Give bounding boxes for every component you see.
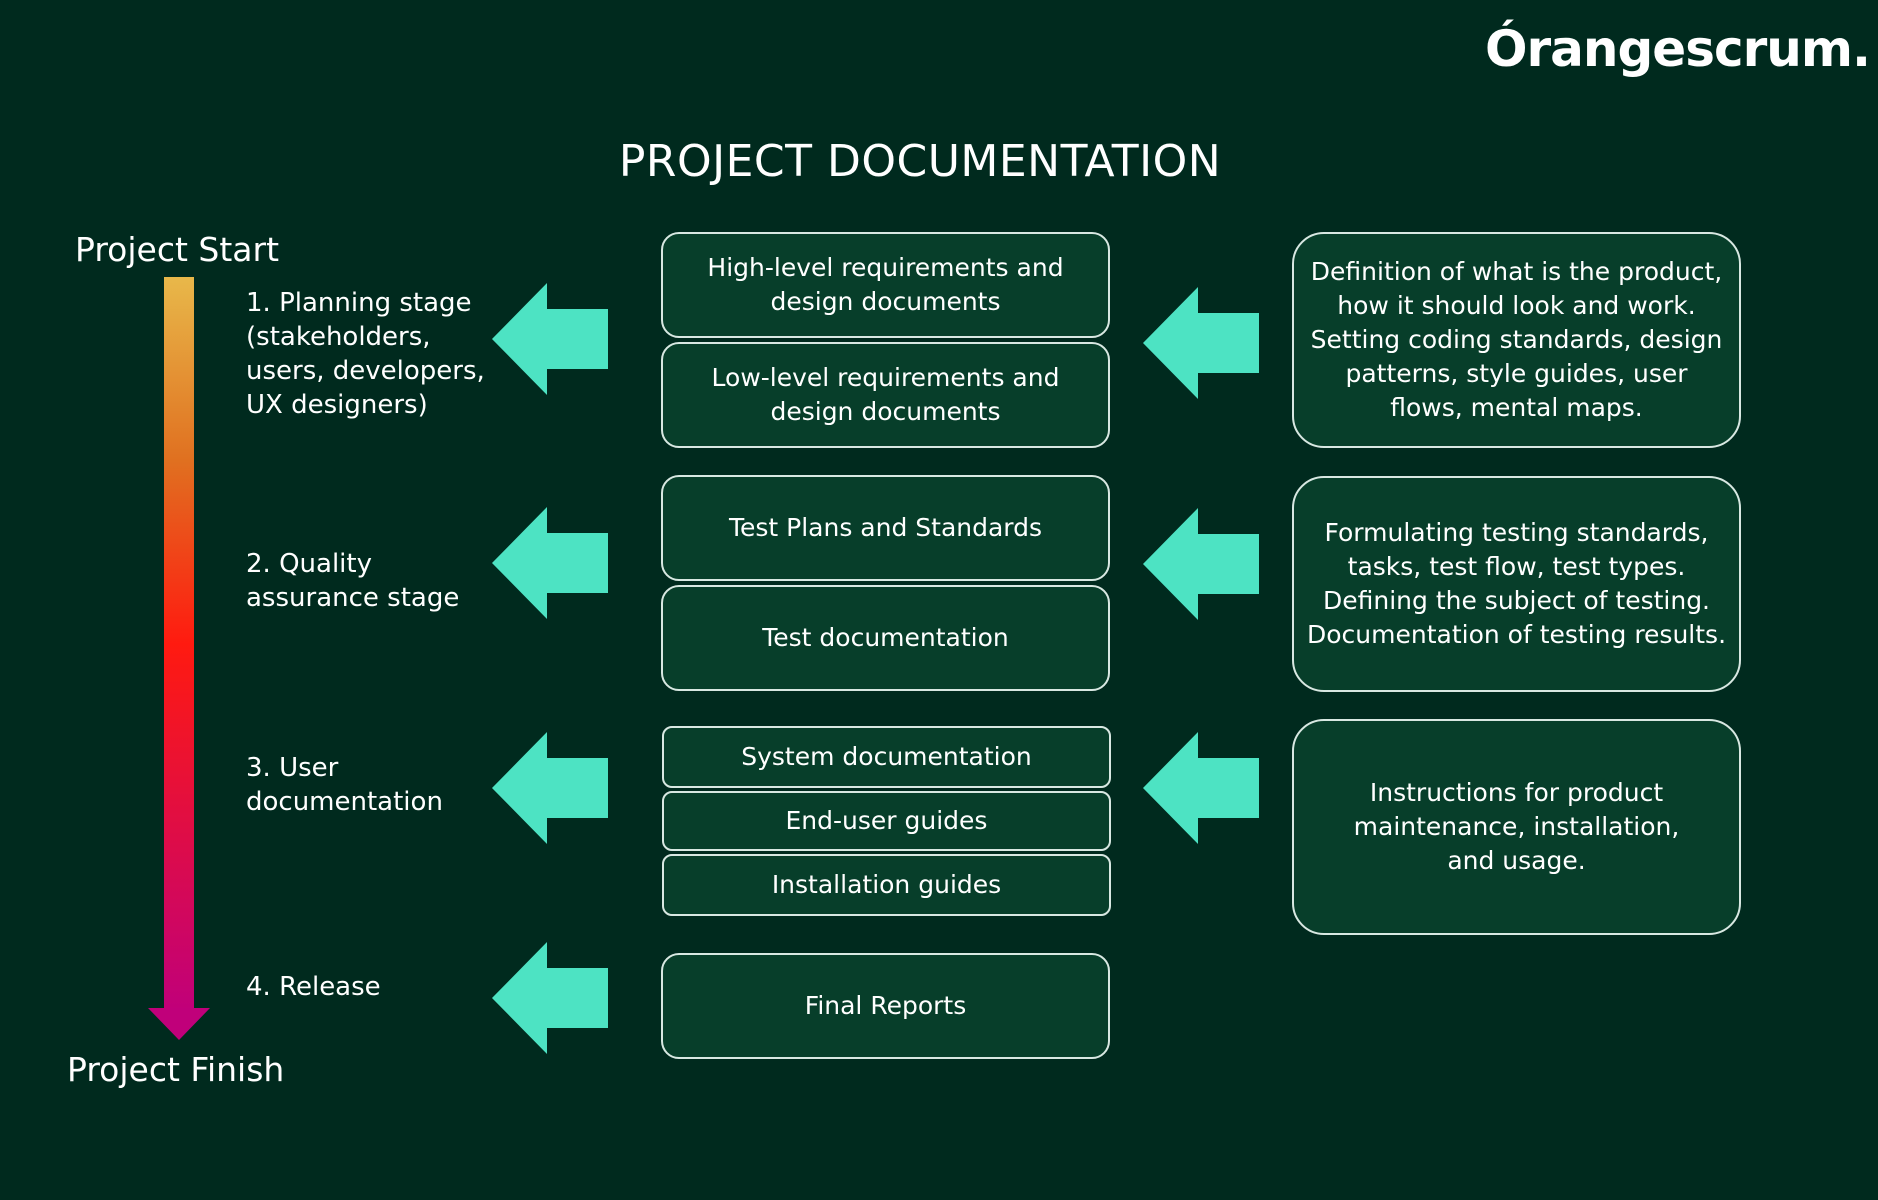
description-box-user-documentation: Instructions for product maintenance, in… xyxy=(1292,719,1741,935)
left-arrow-icon xyxy=(492,732,616,844)
left-arrow-icon xyxy=(492,507,616,619)
left-arrow-icon xyxy=(1143,287,1267,399)
description-text: Instructions for product maintenance, in… xyxy=(1353,778,1680,875)
doc-box-label: System documentation xyxy=(741,742,1032,771)
doc-box-system-documentation: System documentation xyxy=(662,726,1111,788)
stage-label-release: 4. Release xyxy=(246,972,381,1002)
doc-box-high-level-requirements: High-level requirements and design docum… xyxy=(661,232,1110,338)
timeline-arrowhead xyxy=(148,1008,210,1040)
doc-box-label: Final Reports xyxy=(804,991,967,1020)
left-arrow-icon xyxy=(492,283,616,395)
timeline-bar xyxy=(164,277,194,1012)
stage-label-quality-assurance: 2. Quality assurance stage xyxy=(246,549,460,613)
doc-box-low-level-requirements: Low-level requirements and design docume… xyxy=(661,342,1110,448)
doc-box-test-plans: Test Plans and Standards xyxy=(661,475,1110,581)
timeline-finish-label: Project Finish xyxy=(67,1050,285,1089)
doc-box-test-documentation: Test documentation xyxy=(661,585,1110,691)
doc-box-label: High-level requirements and design docum… xyxy=(707,253,1064,316)
description-text: Definition of what is the product, how i… xyxy=(1310,257,1723,422)
page-title: PROJECT DOCUMENTATION xyxy=(618,136,1222,187)
doc-box-final-reports: Final Reports xyxy=(661,953,1110,1059)
doc-box-label: Test Plans and Standards xyxy=(728,513,1043,542)
stage-label-planning: 1. Planning stage (stakeholders, users, … xyxy=(246,288,485,420)
description-box-quality-assurance: Formulating testing standards, tasks, te… xyxy=(1292,476,1741,692)
left-arrow-icon xyxy=(1143,732,1267,844)
timeline-start-label: Project Start xyxy=(75,230,280,269)
description-box-planning: Definition of what is the product, how i… xyxy=(1292,232,1741,448)
doc-box-label: Installation guides xyxy=(771,870,1002,899)
description-text: Formulating testing standards, tasks, te… xyxy=(1306,518,1727,649)
stage-label-user-documentation: 3. User documentation xyxy=(246,753,443,817)
doc-box-label: Test documentation xyxy=(762,623,1009,652)
doc-box-installation-guides: Installation guides xyxy=(662,854,1111,916)
orangescrum-logo: Órangescrum. xyxy=(1485,20,1871,78)
left-arrow-icon xyxy=(1143,508,1267,620)
doc-box-end-user-guides: End-user guides xyxy=(662,791,1111,851)
doc-box-label: Low-level requirements and design docume… xyxy=(711,363,1060,426)
doc-box-label: End-user guides xyxy=(785,806,988,835)
left-arrow-icon xyxy=(492,942,616,1054)
